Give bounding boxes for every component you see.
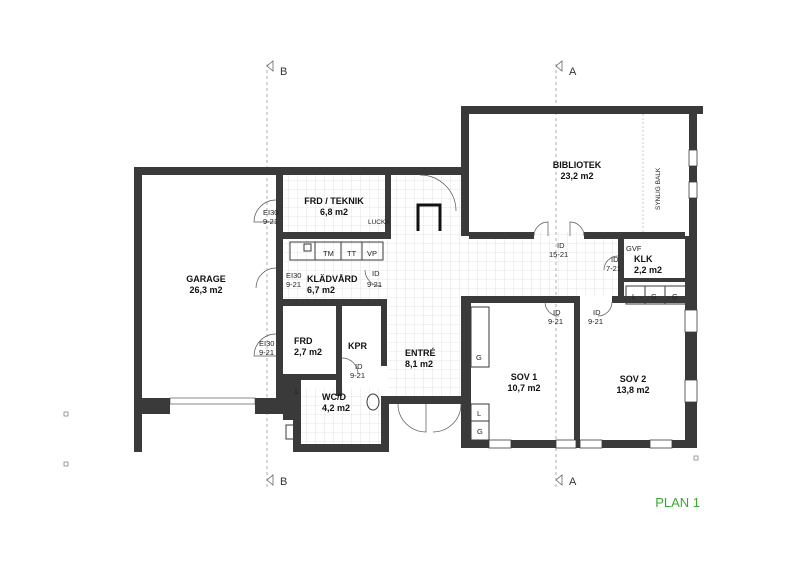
annotation-synlig-balk: SYNLIG BALK [655, 167, 662, 210]
room-sov2: SOV 2 13,8 m2 [616, 374, 649, 395]
fixture-vp: VP [367, 249, 377, 258]
svg-text:ID: ID [553, 308, 561, 317]
svg-text:9-21: 9-21 [286, 280, 301, 289]
room-name: KLK [634, 254, 653, 264]
windows [169, 149, 698, 449]
room-name: WC/D [322, 392, 346, 402]
svg-text:9-21: 9-21 [263, 217, 278, 226]
room-kpr: KPR [348, 341, 368, 351]
fixture-g: G [672, 292, 678, 301]
svg-text:B: B [280, 66, 287, 78]
svg-text:ID: ID [372, 269, 380, 278]
room-klk: KLK 2,2 m2 [634, 254, 662, 275]
room-area: 13,8 m2 [616, 385, 649, 395]
door-label-ei30-kladvard: EI30 9-21 [286, 271, 301, 289]
room-area: 10,7 m2 [507, 383, 540, 393]
svg-text:EI30: EI30 [259, 339, 274, 348]
fixture-tt: TT [347, 249, 357, 258]
room-area: 6,8 m2 [320, 207, 348, 217]
svg-text:ID: ID [355, 362, 363, 371]
fixture-g: G [476, 353, 482, 362]
svg-text:9-21: 9-21 [350, 371, 365, 380]
room-name: SOV 1 [511, 372, 538, 382]
svg-text:A: A [569, 66, 577, 78]
section-marker-b-top: B [266, 60, 287, 78]
room-frd: FRD 2,7 m2 [294, 336, 322, 357]
svg-text:15-21: 15-21 [549, 250, 568, 259]
svg-text:B: B [280, 476, 287, 488]
room-name: KPR [348, 341, 368, 351]
room-area: 2,7 m2 [294, 347, 322, 357]
room-sov1: SOV 1 10,7 m2 [507, 372, 540, 393]
ref-mark [63, 411, 69, 417]
svg-text:ID: ID [611, 255, 619, 264]
room-area: 2,2 m2 [634, 265, 662, 275]
room-wcd: WC/D 4,2 m2 [322, 392, 350, 413]
room-area: 6,7 m2 [307, 285, 335, 295]
ref-mark [693, 455, 699, 461]
fixture-tm: TM [323, 249, 334, 258]
annotation-lucka: LUCKA [368, 219, 390, 226]
room-frd-teknik: FRD / TEKNIK 6,8 m2 [304, 196, 364, 217]
room-name: SOV 2 [620, 374, 647, 384]
room-kladvard: KLÄDVÅRD 6,7 m2 [307, 274, 358, 295]
room-entre: ENTRÉ 8,1 m2 [405, 348, 436, 369]
section-marker-a-top: A [555, 60, 577, 78]
door-label-id-bibliotek: ID 15-21 [549, 241, 568, 259]
door-label-ei30-frd: EI30 9-21 [259, 339, 274, 357]
svg-text:ID: ID [557, 241, 565, 250]
svg-text:9-21: 9-21 [367, 280, 382, 289]
svg-text:7-21: 7-21 [606, 264, 621, 273]
annotation-gvf: GVF [626, 244, 642, 253]
fixture-l: L [632, 292, 636, 301]
section-marker-a-bottom: A [555, 474, 577, 488]
svg-text:9-21: 9-21 [588, 317, 603, 326]
svg-text:A: A [569, 476, 577, 488]
door-label-ei30-frd-teknik: EI30 9-21 [263, 208, 278, 226]
plan-title: PLAN 1 [655, 495, 700, 510]
room-area: 4,2 m2 [322, 403, 350, 413]
room-name: FRD / TEKNIK [304, 196, 364, 206]
room-name: ENTRÉ [405, 348, 436, 358]
door-label-id-klk: ID 7-21 [606, 255, 621, 273]
svg-text:EI30: EI30 [286, 271, 301, 280]
room-name: KLÄDVÅRD [307, 274, 358, 284]
fixture-g: G [477, 427, 483, 436]
svg-text:9-21: 9-21 [548, 317, 563, 326]
section-marker-b-bottom: B [266, 474, 287, 488]
door-swings [253, 174, 619, 433]
room-bibliotek: BIBLIOTEK 23,2 m2 [553, 160, 602, 181]
interior-walls [276, 175, 688, 444]
door-label-id-sov1: ID 9-21 [548, 308, 563, 326]
fixture-l: L [295, 387, 299, 396]
room-name: FRD [294, 336, 313, 346]
room-name: GARAGE [186, 274, 226, 284]
door-label-id-kpr: ID 9-21 [350, 362, 365, 380]
door-label-id-kladvard: ID 9-21 [367, 269, 382, 289]
fixture-g: G [651, 292, 657, 301]
svg-text:ID: ID [593, 308, 601, 317]
room-name: BIBLIOTEK [553, 160, 602, 170]
room-area: 23,2 m2 [560, 171, 593, 181]
room-garage: GARAGE 26,3 m2 [186, 274, 226, 295]
fixture-l: L [477, 409, 481, 418]
tiled-floor [282, 175, 618, 444]
svg-text:EI30: EI30 [263, 208, 278, 217]
ref-mark [63, 461, 69, 467]
room-area: 26,3 m2 [189, 285, 222, 295]
door-label-id-sov2: ID 9-21 [588, 308, 603, 326]
room-area: 8,1 m2 [405, 359, 433, 369]
fixture-lines [285, 114, 687, 441]
svg-text:9-21: 9-21 [259, 348, 274, 357]
